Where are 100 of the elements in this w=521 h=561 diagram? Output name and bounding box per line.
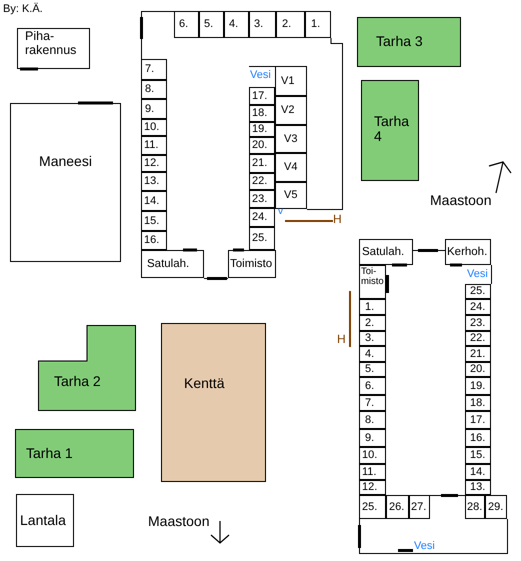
stall-label: 25. [470, 285, 486, 298]
stall-box [359, 362, 386, 377]
stall-label: 18. [470, 396, 486, 410]
stall-label: V4 [284, 161, 298, 174]
stall-box [249, 87, 275, 105]
stall-box [275, 182, 307, 209]
room-label: Satulah. [147, 258, 190, 270]
water-label: Vesi [250, 69, 271, 82]
stall-label: 26. [389, 500, 404, 514]
stall-box [141, 99, 167, 119]
stall-box [386, 495, 409, 519]
stall-label: 18. [252, 107, 268, 120]
stall-box [465, 299, 491, 315]
stall-label: 14. [470, 466, 486, 478]
stall-box [249, 137, 275, 154]
stall-label: 4. [365, 348, 374, 360]
stall-label: 4. [229, 18, 238, 31]
stall-box [485, 495, 507, 519]
paddock-area [15, 429, 134, 478]
stall-label: 23. [252, 192, 268, 206]
stall-label: 19. [470, 380, 486, 392]
stall-label: 10. [362, 449, 378, 462]
building-label: Piha- rakennus [25, 30, 76, 58]
stall-box [409, 495, 430, 519]
stall-label: 8. [365, 414, 374, 426]
stall-label: V5 [284, 189, 298, 202]
stall-label: 16. [144, 234, 160, 247]
stall-box [465, 447, 491, 464]
stall-box [141, 231, 167, 250]
stall-box [465, 284, 491, 299]
stall-box [249, 227, 275, 250]
stall-label: 9. [365, 432, 374, 444]
stall-box [465, 346, 491, 362]
room-label: Toi- misto [361, 267, 384, 288]
stall-box [359, 464, 386, 480]
paddock-area [357, 17, 461, 67]
stall-box [141, 59, 167, 80]
stall-box [199, 11, 224, 38]
stall-label: 15. [144, 214, 160, 228]
stall-box [359, 331, 386, 346]
stall-box [249, 11, 276, 38]
stall-label: 10. [144, 121, 160, 134]
room-box [359, 265, 386, 299]
stall-box [249, 190, 275, 208]
building-label: Lantala [20, 512, 66, 528]
stall-label: 22. [252, 175, 268, 188]
stall-box [276, 11, 305, 38]
stall-box [465, 395, 491, 411]
stall-label: 22. [470, 332, 486, 345]
room-box [359, 239, 413, 265]
stall-label: 29. [488, 500, 504, 514]
stall-box [359, 377, 386, 395]
stall-label: 3. [254, 18, 264, 31]
hose-label: H [333, 213, 342, 226]
area-label: Tarha 1 [26, 446, 73, 462]
stall-box [275, 96, 307, 125]
stall-label: 8. [145, 83, 154, 96]
area-label: Tarha 3 [376, 34, 423, 50]
stall-box [359, 429, 386, 447]
stall-label: 5. [204, 18, 214, 31]
stall-box [465, 331, 491, 346]
stall-box [465, 464, 491, 480]
stall-label: 23. [470, 316, 486, 330]
stall-label: 20. [470, 363, 486, 376]
stall-box [359, 411, 386, 429]
stall-box [359, 299, 386, 315]
stall-label: 17. [470, 414, 486, 426]
stall-box [359, 395, 386, 411]
stall-box [249, 105, 275, 122]
stall-box [465, 411, 491, 429]
stall-label: 7. [365, 396, 374, 410]
paddock-area [361, 80, 419, 181]
room-box [141, 250, 204, 278]
stall-box [465, 377, 491, 395]
stall-box [275, 66, 307, 96]
stall-box [141, 136, 167, 155]
stall-box [141, 155, 167, 172]
stall-label: 6. [179, 18, 188, 31]
direction-label: Maastoon [430, 193, 492, 208]
author-credit: By: K.Ä. [3, 3, 43, 16]
stall-box [141, 191, 167, 211]
stall-box [359, 447, 386, 464]
stall-label: 28. [467, 500, 482, 514]
stall-box [141, 80, 167, 99]
stall-label: 7. [145, 63, 154, 76]
stall-label: 1. [311, 18, 320, 31]
stall-box [174, 11, 199, 38]
stall-label: 15. [470, 449, 486, 462]
room-label: Kerhoh. [447, 246, 488, 258]
stall-label: 12. [362, 481, 378, 494]
stall-label: 13. [470, 481, 486, 494]
stall-box [305, 11, 331, 38]
stall-label: V2 [281, 104, 294, 117]
room-label: Satulah. [362, 246, 404, 258]
building-label: Maneesi [39, 154, 92, 170]
stall-box [359, 315, 386, 331]
stall-box [465, 480, 491, 495]
stall-label: V1 [281, 74, 294, 88]
stall-label: 3. [365, 332, 374, 345]
stall-label: 11. [362, 466, 376, 478]
